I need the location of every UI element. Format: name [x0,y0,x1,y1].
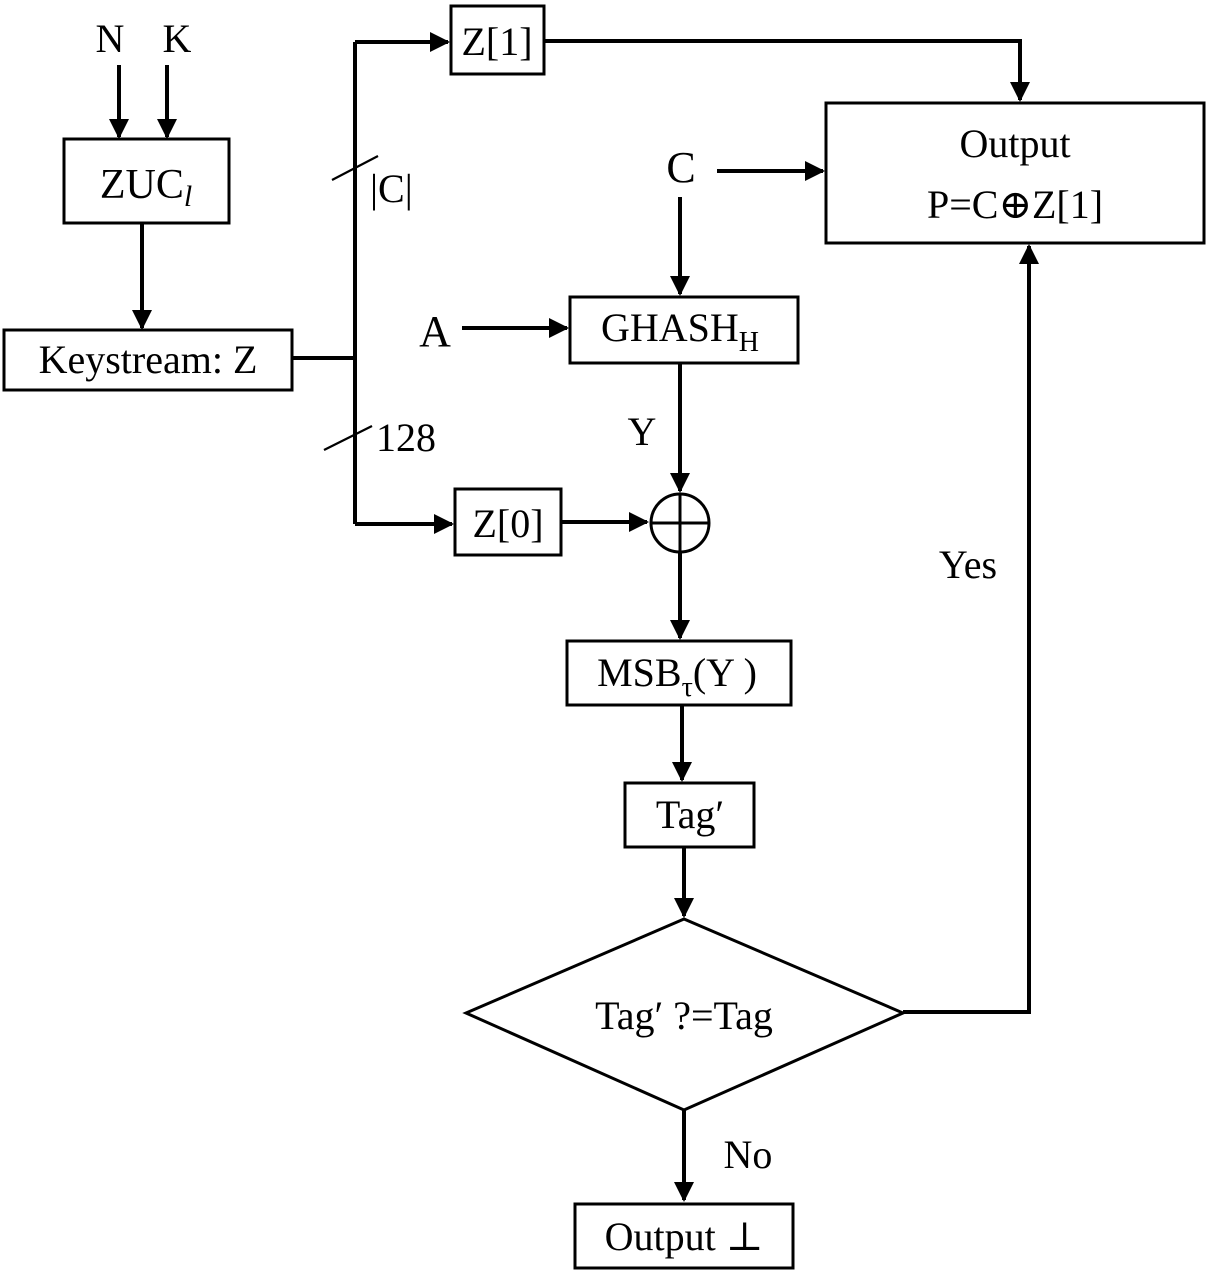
z0-box [453,487,563,557]
output-title: Output [959,121,1070,166]
msb-label: MSBτ(Y ) [597,650,757,703]
y-label: Y [628,409,657,454]
associated-data-input-label: A [419,307,451,356]
no-label: No [724,1132,773,1177]
output-box [824,101,1206,245]
bus-width-c-label: |C| [370,166,413,211]
ghash-box [568,295,800,365]
ciphertext-input-label: C [666,143,695,192]
tag-prime-box [623,781,756,849]
keystream-label: Keystream: Z [39,337,258,382]
bus-width-128-label: 128 [376,415,436,460]
msb-box [565,639,793,707]
z1-label: Z[1] [461,19,532,64]
yes-to-output-arrow [903,244,1039,1014]
bus-width-slash-c [331,155,379,181]
output-failure-label: Output ⊥ [605,1214,764,1259]
yes-label: Yes [939,542,997,587]
tag-prime-label: Tag′ [656,792,724,837]
zuc-label: ZUCl [100,162,192,213]
z0-label: Z[0] [472,501,543,546]
output-formula: P=C⊕Z[1] [927,182,1103,227]
bus-width-slash-128 [323,425,373,451]
output-failure-box [573,1202,795,1270]
key-input-label: K [163,16,192,61]
nonce-input-label: N [96,16,125,61]
decision-label: Tag′ ?=Tag [595,993,773,1038]
zuc-box [62,137,231,225]
xor-icon [649,492,711,554]
ghash-label: GHASHH [601,305,759,358]
z1-to-output-arrow [544,39,1030,102]
keystream-box [2,328,294,392]
